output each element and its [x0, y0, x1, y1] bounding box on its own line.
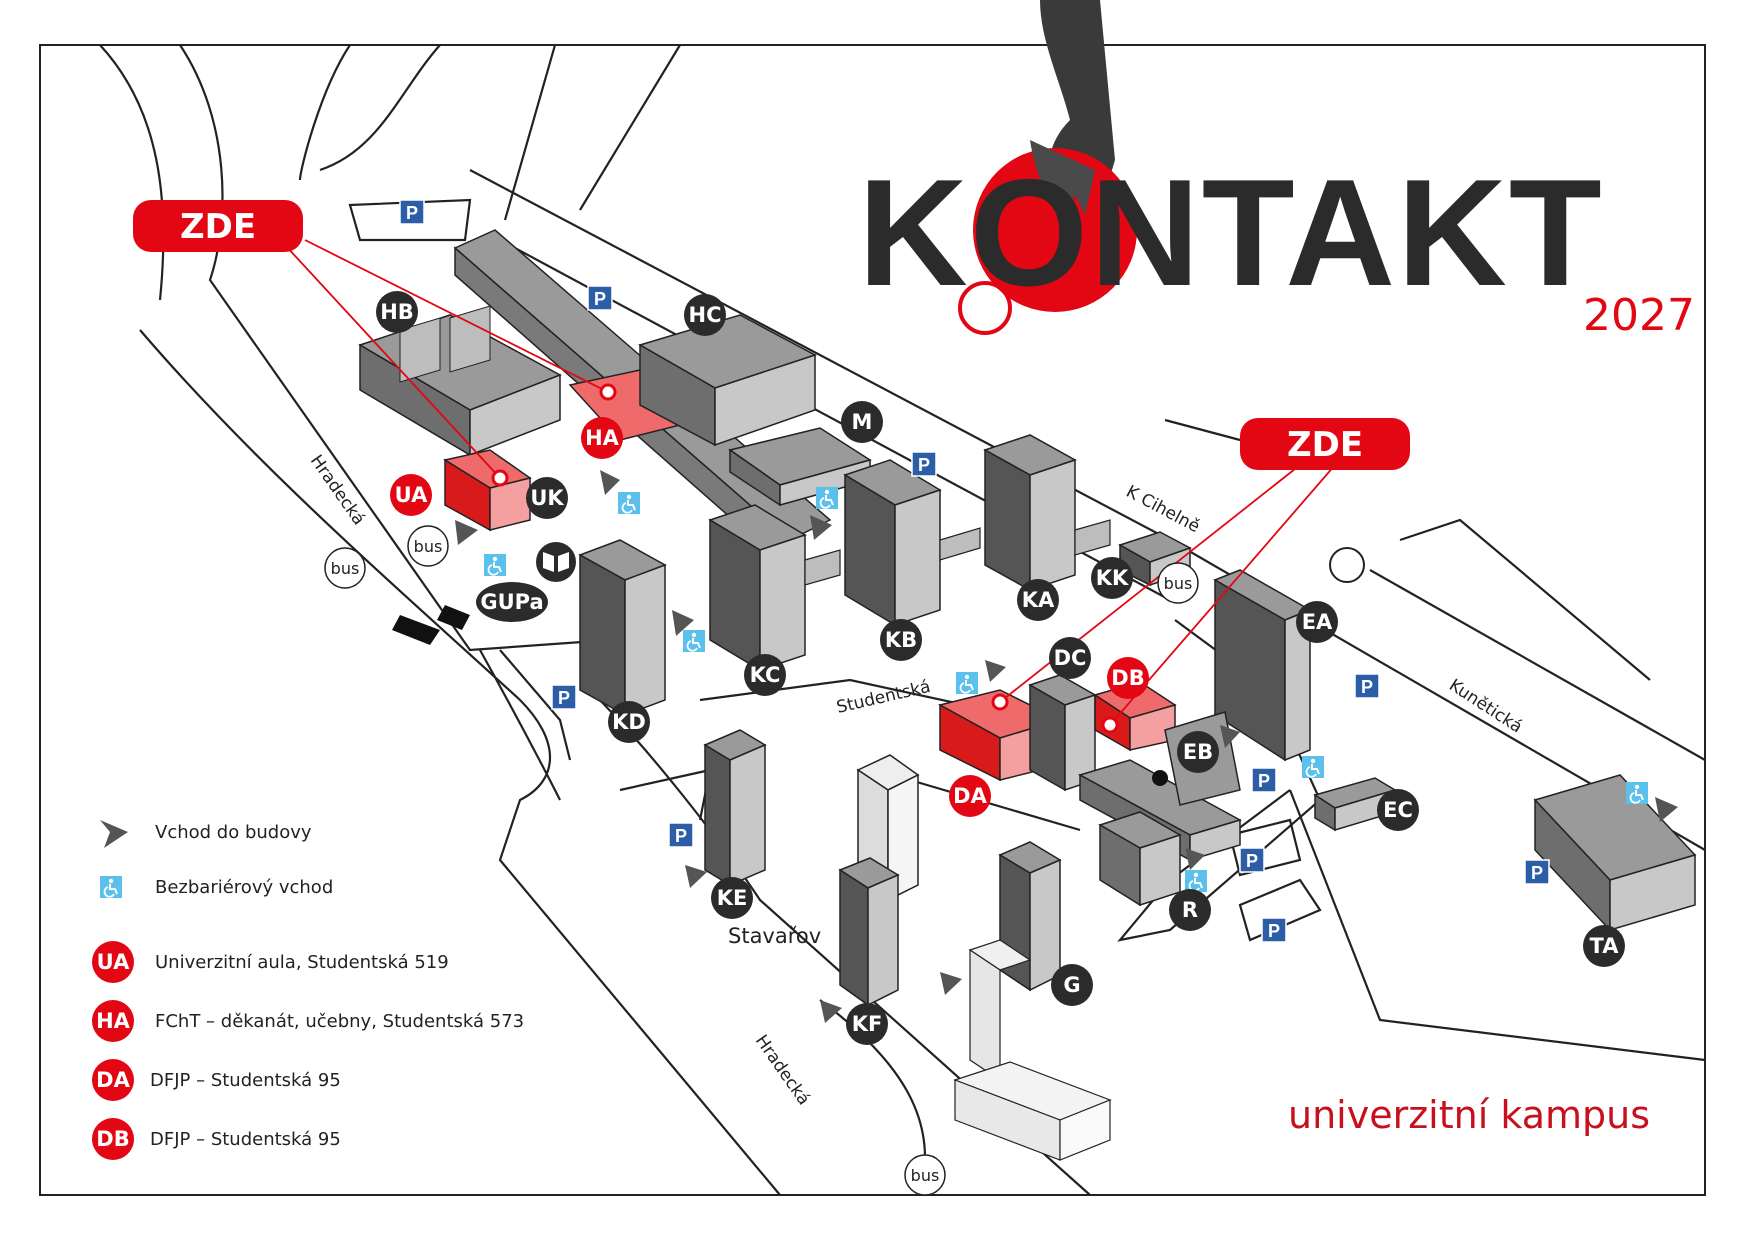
building-label-kk[interactable]: KK [1096, 566, 1129, 590]
building-label-ke[interactable]: KE [717, 886, 748, 910]
building-label-kc[interactable]: KC [750, 663, 781, 687]
zde-callout-right: ZDE [991, 418, 1410, 734]
building-hb[interactable] [358, 305, 562, 457]
building-label-ea[interactable]: EA [1302, 610, 1333, 634]
wheelchair-icon [1301, 755, 1325, 779]
bus-stop: bus [331, 559, 360, 578]
building-label-ta[interactable]: TA [1590, 934, 1620, 958]
legend-item-text: DFJP – Studentská 95 [150, 1070, 341, 1091]
place-stavarov: Stavařov [728, 924, 821, 948]
entrance-arrow-icon [1220, 725, 1240, 748]
library-icon [536, 542, 576, 582]
building-kf[interactable] [838, 857, 900, 1007]
building-dc[interactable] [1028, 674, 1097, 792]
parking-icon: P [1268, 921, 1280, 941]
parking-icon: P [675, 826, 687, 846]
building-label-g[interactable]: G [1063, 973, 1080, 997]
entrance-arrow-icon [100, 820, 128, 848]
entrance-arrow-icon [940, 972, 962, 995]
building-g[interactable] [953, 841, 1112, 1161]
wheelchair-icon [955, 671, 979, 695]
building-label-kd[interactable]: KD [612, 710, 646, 734]
building-label-ec[interactable]: EC [1383, 798, 1413, 822]
building-ua[interactable] [443, 449, 532, 532]
bus-stop: bus [911, 1166, 940, 1185]
parking-signs: P P P P P P P P P P [399, 199, 1550, 943]
entrance-arrow-icon [455, 520, 478, 545]
zde-label: ZDE [180, 207, 256, 247]
event-title: KONTAKT [858, 148, 1604, 318]
parking-icon: P [1531, 863, 1543, 883]
legend-item-text: DFJP – Studentská 95 [150, 1129, 341, 1150]
wheelchair-icon [1184, 869, 1208, 893]
bus-stop: bus [1164, 574, 1193, 593]
legend-code: UA [97, 950, 130, 974]
parking-icon: P [918, 455, 930, 475]
building-ta[interactable] [1533, 774, 1697, 932]
wheelchair-icon [1625, 781, 1649, 805]
building-label-kb[interactable]: KB [885, 628, 917, 652]
building-label-kf[interactable]: KF [852, 1012, 883, 1036]
legend-barrier-free: Bezbariérový vchod [155, 877, 333, 898]
building-r[interactable] [1098, 811, 1182, 907]
wheelchair-icon [483, 553, 507, 577]
entrance-arrow-icon [1655, 797, 1678, 822]
entrance-arrow-icon [672, 610, 694, 636]
entrance-arrow-icon [810, 515, 832, 540]
building-label-hc[interactable]: HC [689, 303, 722, 327]
wheelchair-icon [617, 491, 641, 515]
building-label-hb[interactable]: HB [380, 300, 414, 324]
legend-code: HA [96, 1009, 131, 1033]
parking-icon: P [594, 289, 606, 309]
parking-icon: P [558, 688, 570, 708]
buildings [358, 229, 1697, 1161]
building-ea[interactable] [1213, 569, 1312, 762]
wheelchair-icon [99, 875, 123, 899]
building-label-gupa[interactable]: GUPa [480, 590, 543, 614]
building-label-db[interactable]: DB [1111, 666, 1144, 690]
parking-icon: P [406, 203, 418, 223]
map-legend: Vchod do budovy Bezbariérový vchod UA Un… [92, 820, 524, 1160]
entrance-arrow-icon [1185, 848, 1205, 870]
entrance-arrows [455, 470, 1678, 1023]
legend-item-text: Univerzitní aula, Studentská 519 [155, 952, 449, 973]
building-ke[interactable] [703, 729, 767, 887]
legend-item-text: FChT – děkanát, učebny, Studentská 573 [155, 1011, 524, 1032]
entrance-arrow-icon [820, 1000, 842, 1023]
zde-callout-left: ZDE [133, 200, 617, 487]
building-ka[interactable] [983, 434, 1077, 592]
event-logo [958, 0, 1137, 335]
building-label-eb[interactable]: EB [1183, 740, 1213, 764]
building-labels: HB HC HA UA UK M GUPa KA KK KB KC KD DC … [376, 291, 1625, 1045]
event-year: 2027 [1583, 290, 1695, 341]
bus-stops: bus bus bus bus [324, 525, 1199, 1196]
building-label-ua[interactable]: UA [395, 483, 428, 507]
building-label-r[interactable]: R [1182, 898, 1198, 922]
entrance-arrow-icon [985, 660, 1006, 682]
wheelchair-icon [682, 629, 706, 653]
legend-entrance: Vchod do budovy [155, 822, 312, 843]
parking-icon: P [1361, 677, 1373, 697]
building-label-dc[interactable]: DC [1054, 646, 1087, 670]
entrance-arrow-icon [600, 470, 620, 495]
parking-icon: P [1258, 771, 1270, 791]
zde-label: ZDE [1287, 425, 1363, 465]
wheelchair-icon [815, 486, 839, 510]
building-kb[interactable] [843, 459, 942, 627]
building-label-ha[interactable]: HA [585, 426, 620, 450]
legend-code: DA [96, 1068, 130, 1092]
campus-label: univerzitní kampus [1288, 1093, 1650, 1137]
building-label-m[interactable]: M [852, 410, 873, 434]
building-label-da[interactable]: DA [953, 784, 987, 808]
legend-code: DB [96, 1127, 129, 1151]
building-label-ka[interactable]: KA [1022, 588, 1055, 612]
building-label-uk[interactable]: UK [530, 486, 564, 510]
building-kd[interactable] [578, 539, 667, 717]
entrance-arrow-icon [685, 865, 707, 888]
building-kc[interactable] [708, 504, 807, 672]
building-m[interactable] [728, 427, 872, 507]
parking-icon: P [1246, 851, 1258, 871]
bus-stop: bus [414, 537, 443, 556]
